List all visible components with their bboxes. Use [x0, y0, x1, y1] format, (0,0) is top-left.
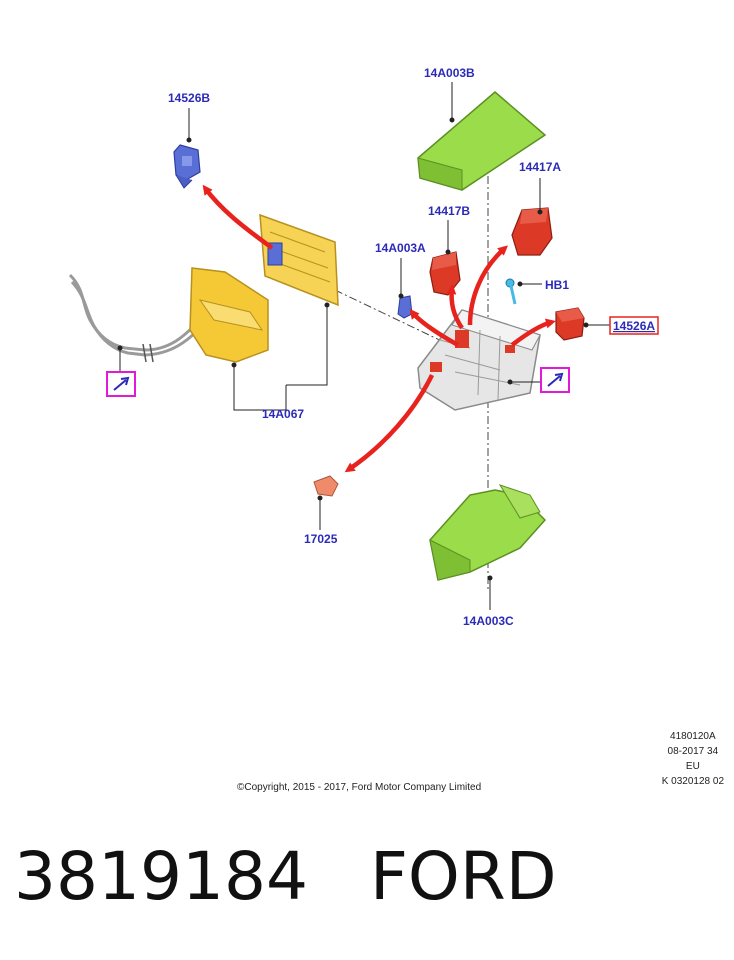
relay-14417A-icon	[511, 207, 553, 256]
bracket-14A067-icon	[189, 213, 339, 363]
label-17025[interactable]: 17025	[304, 532, 338, 546]
meta-code: 4180120A	[670, 731, 716, 742]
red-arrows	[202, 184, 556, 473]
label-14A003B[interactable]: 14A003B	[424, 66, 475, 80]
more-info-box-fusebox[interactable]	[540, 367, 570, 393]
highlight-box-14526A	[609, 316, 659, 335]
leader-lines	[117, 82, 610, 610]
relay-14417B-icon	[429, 251, 461, 296]
label-14526B[interactable]: 14526B	[168, 91, 210, 105]
diagram-meta: 4180120A 08-2017 34 EU K 0320128 02	[662, 729, 724, 789]
cover-14A003B-icon	[417, 91, 547, 191]
label-14A003C[interactable]: 14A003C	[463, 614, 514, 628]
more-info-box-harness[interactable]	[106, 371, 136, 397]
copyright-text: ©Copyright, 2015 - 2017, Ford Motor Comp…	[237, 782, 482, 793]
label-14417B[interactable]: 14417B	[428, 204, 470, 218]
meta-date: 08-2017 34	[667, 746, 719, 757]
relay-14526A-icon	[555, 307, 585, 341]
part-title: 3819184 FORD	[14, 838, 557, 915]
label-14417A[interactable]: 14417A	[519, 160, 561, 174]
connector-17025-icon	[313, 475, 339, 497]
label-HB1[interactable]: HB1	[545, 278, 569, 292]
meta-region: EU	[685, 761, 700, 772]
fuse-14526B-icon	[173, 144, 201, 189]
cover-14A003C-icon	[429, 484, 547, 581]
fuse-14A003A-icon	[397, 295, 413, 319]
part-number: 3819184	[14, 838, 308, 915]
label-14526A[interactable]: 14526A	[613, 319, 655, 333]
pin-HB1-icon	[505, 278, 517, 305]
fuse-box-body-icon	[417, 309, 541, 411]
wiring-harness	[68, 273, 200, 363]
brand-name: FORD	[369, 838, 557, 915]
label-14A003A[interactable]: 14A003A	[375, 241, 426, 255]
meta-ref: K 0320128 02	[661, 776, 724, 787]
label-14A067[interactable]: 14A067	[262, 407, 304, 421]
